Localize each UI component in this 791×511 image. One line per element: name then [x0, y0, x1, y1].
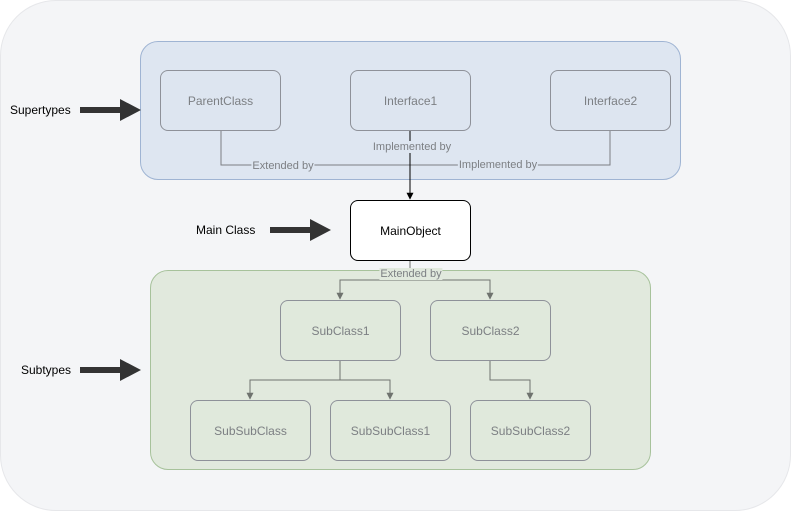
node-subclass2[interactable]: SubClass2: [430, 300, 551, 361]
main-class-pointer-icon: [270, 219, 331, 241]
edge-subclass2-to-subsubclass2: [489, 360, 534, 400]
supertypes-label: Supertypes: [10, 103, 71, 117]
edge-mainobject-to-subclass2: [410, 279, 494, 300]
main-class-label: Main Class: [196, 223, 256, 237]
edge-label-interface1-implemented-by: Implemented by: [371, 141, 453, 153]
edge-label-main-extended-by: Extended by: [379, 268, 443, 280]
subtypes-label: Subtypes: [21, 363, 72, 377]
node-subclass1[interactable]: SubClass1: [280, 300, 401, 361]
node-mainobject[interactable]: MainObject: [350, 200, 471, 261]
supertypes-pointer-icon: [80, 99, 141, 121]
node-parentclass[interactable]: ParentClass: [160, 70, 281, 131]
node-interface2[interactable]: Interface2: [550, 70, 671, 131]
edge-label-parent-extended-by: Extended by: [251, 160, 315, 172]
edge-subclass1-to-subsubclass: [246, 360, 341, 400]
subtypes-pointer-icon: [80, 359, 141, 381]
edge-parentclass-to-mainobject: [220, 130, 410, 166]
node-subsubclass[interactable]: SubSubClass: [190, 400, 311, 461]
node-interface1[interactable]: Interface1: [350, 70, 471, 131]
edge-label-interface2-implemented-by: Implemented by: [457, 159, 539, 171]
node-subsubclass1[interactable]: SubSubClass1: [330, 400, 451, 461]
node-subsubclass2[interactable]: SubSubClass2: [470, 400, 591, 461]
edge-subclass1-to-subsubclass1: [340, 379, 394, 400]
